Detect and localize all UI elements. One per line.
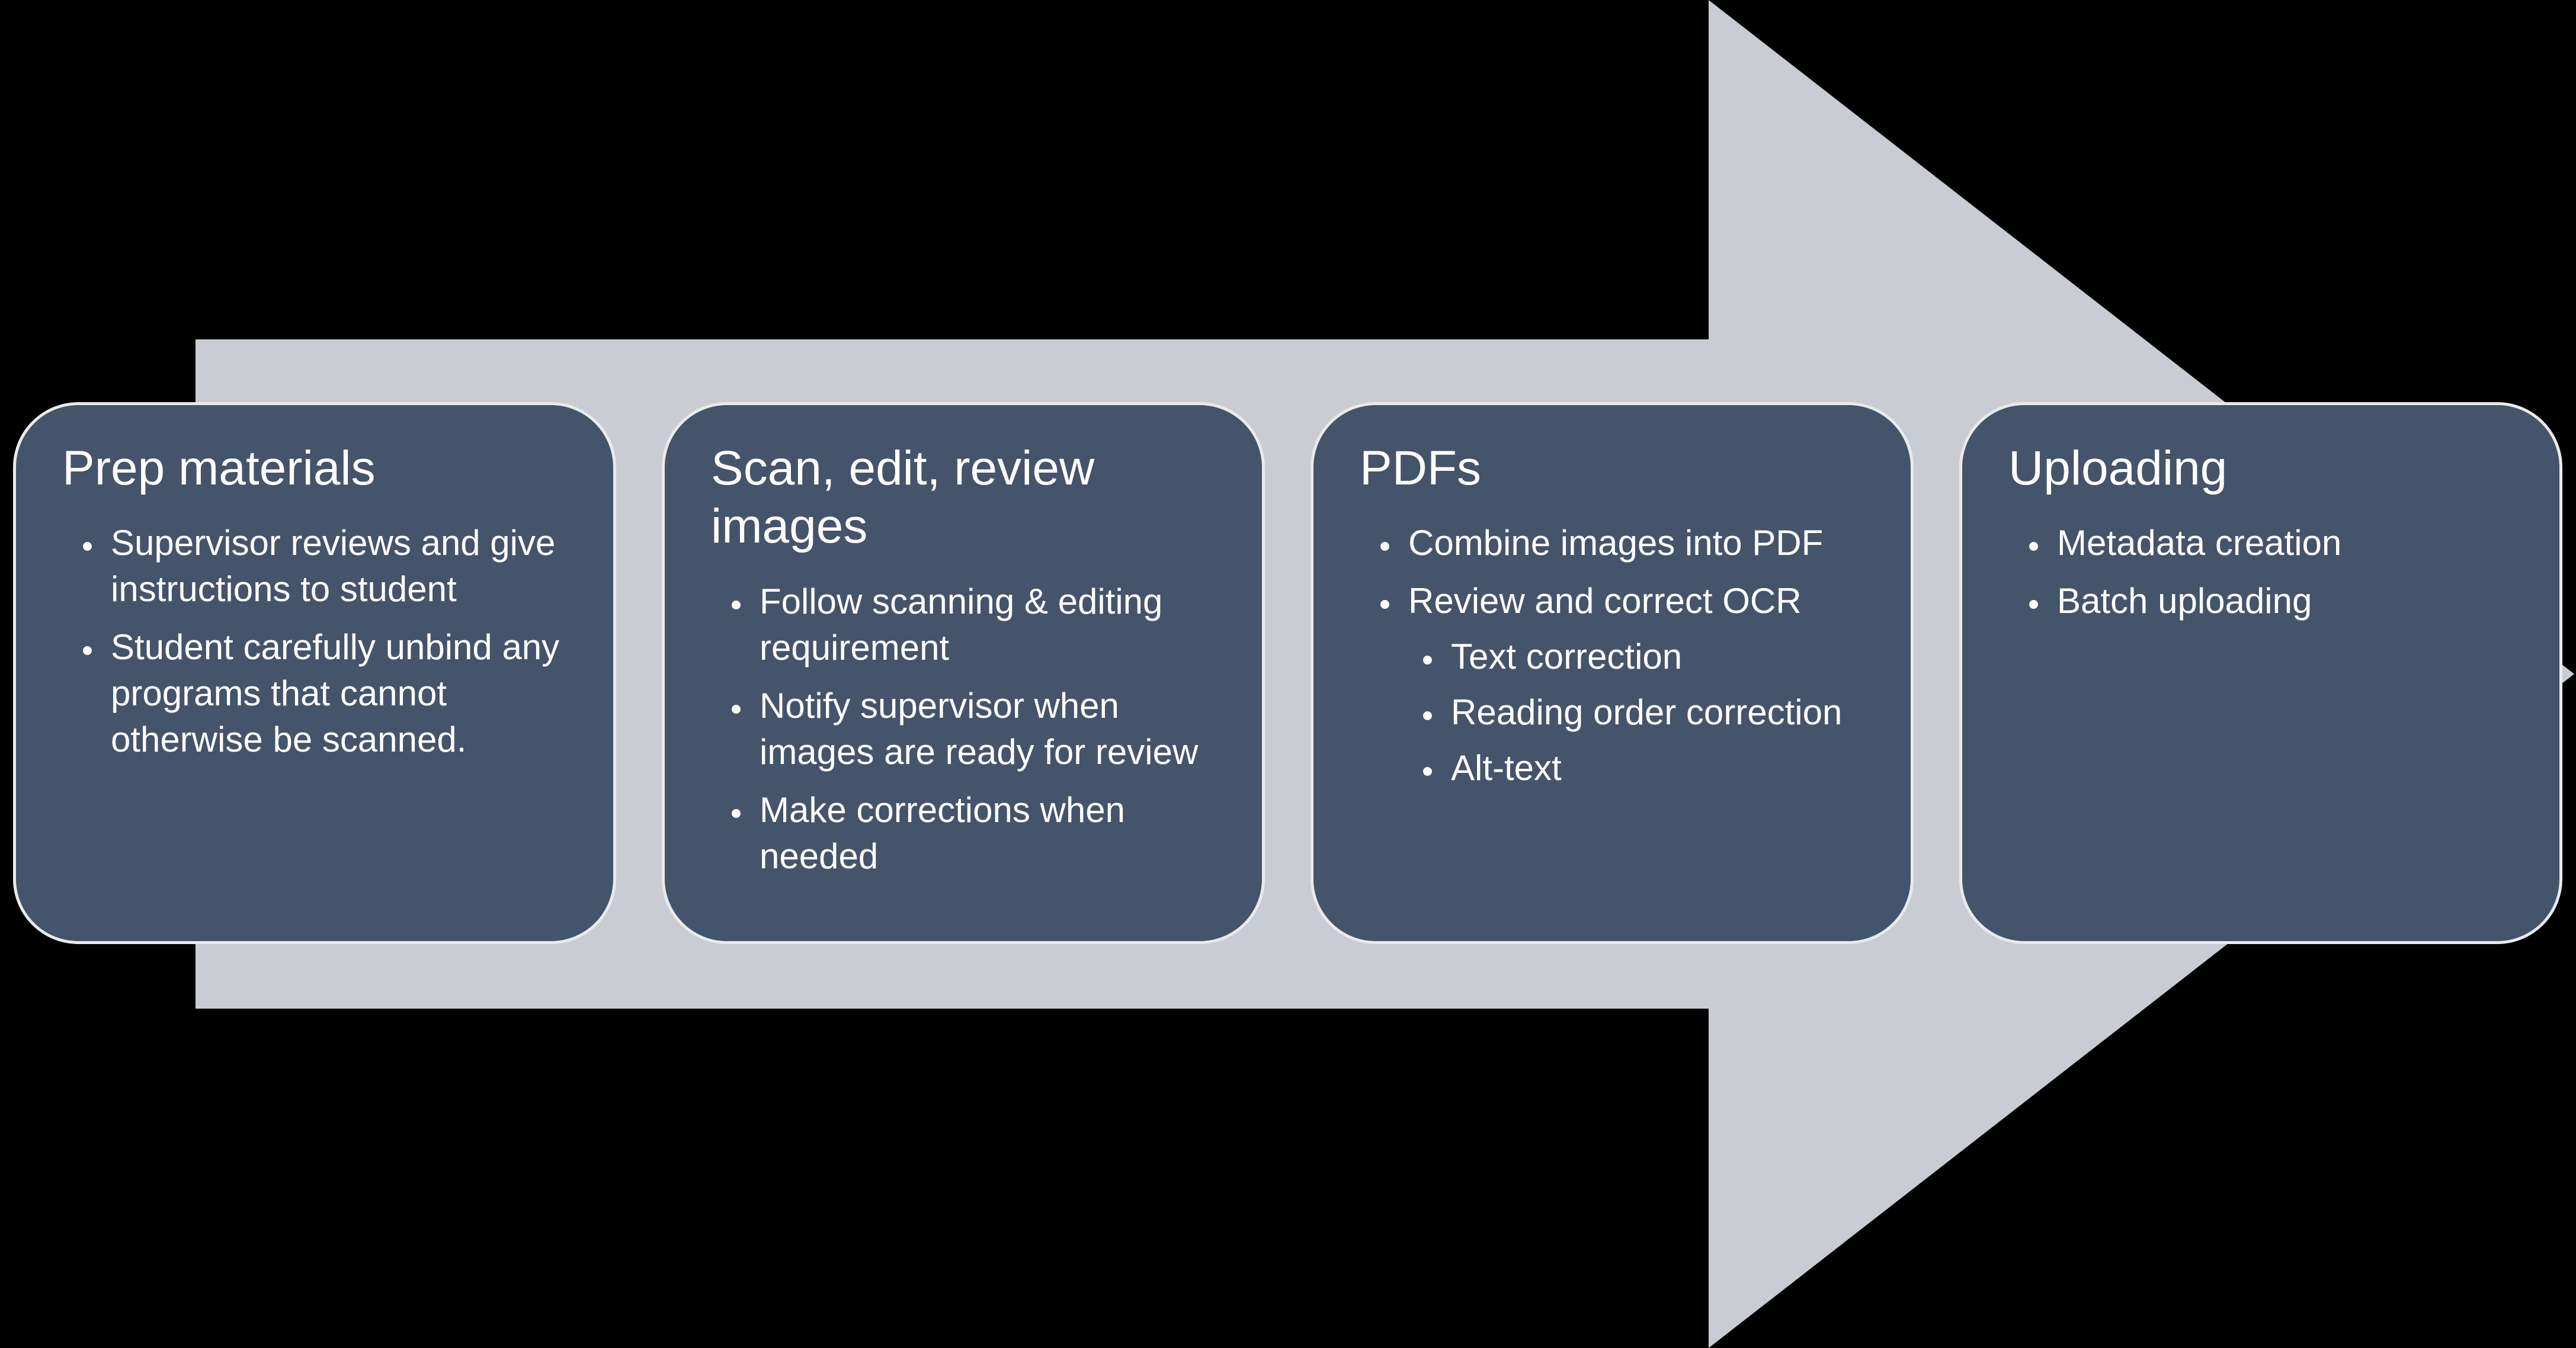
step-box-uploading: Uploading Metadata creation Batch upload… [1959,402,2562,944]
bullet-item: Review and correct OCR Text correction R… [1402,578,1868,791]
bullet-item: Make corrections when needed [754,787,1219,880]
sub-bullet-text: Alt-text [1451,748,1562,788]
bullet-text: Notify supervisor when images are ready … [760,685,1199,772]
bullet-item: Student carefully unbind any programs th… [105,624,571,763]
bullet-item: Notify supervisor when images are ready … [754,683,1219,775]
step-title: Scan, edit, review images [711,441,1095,554]
sub-bullet-item: Text correction [1445,634,1868,680]
bullet-text: Make corrections when needed [760,789,1125,876]
bullet-text: Review and correct OCR [1408,581,1802,621]
step-box-scan-edit-review: Scan, edit, review images Follow scannin… [662,402,1265,944]
step-title: Uploading [2008,441,2228,495]
bullet-item: Combine images into PDF [1402,520,1868,566]
step-title: Prep materials [62,441,376,495]
bullet-item: Metadata creation [2051,520,2517,566]
bullet-text: Supervisor reviews and give instructions… [111,523,556,609]
bullet-text: Student carefully unbind any programs th… [111,627,560,760]
sub-bullet-text: Reading order correction [1451,692,1843,733]
sub-bullet-list: Text correction Reading order correction… [1408,634,1868,791]
bullet-list: Combine images into PDF Review and corre… [1360,520,1868,791]
step-title: PDFs [1360,441,1481,495]
sub-bullet-item: Alt-text [1445,745,1868,791]
bullet-list: Supervisor reviews and give instructions… [62,520,571,763]
bullet-list: Follow scanning & editing requirement No… [711,579,1219,880]
step-box-pdfs: PDFs Combine images into PDF Review and … [1311,402,1914,944]
bullet-list: Metadata creation Batch uploading [2008,520,2517,624]
bullet-text: Batch uploading [2057,581,2312,621]
bullet-text: Combine images into PDF [1408,523,1824,563]
sub-bullet-text: Text correction [1451,637,1683,677]
bullet-text: Metadata creation [2057,523,2342,563]
sub-bullet-item: Reading order correction [1445,689,1868,736]
bullet-item: Supervisor reviews and give instructions… [105,520,571,612]
step-box-prep-materials: Prep materials Supervisor reviews and gi… [13,402,616,944]
bullet-text: Follow scanning & editing requirement [760,581,1163,667]
bullet-item: Follow scanning & editing requirement [754,579,1219,671]
bullet-item: Batch uploading [2051,578,2517,624]
